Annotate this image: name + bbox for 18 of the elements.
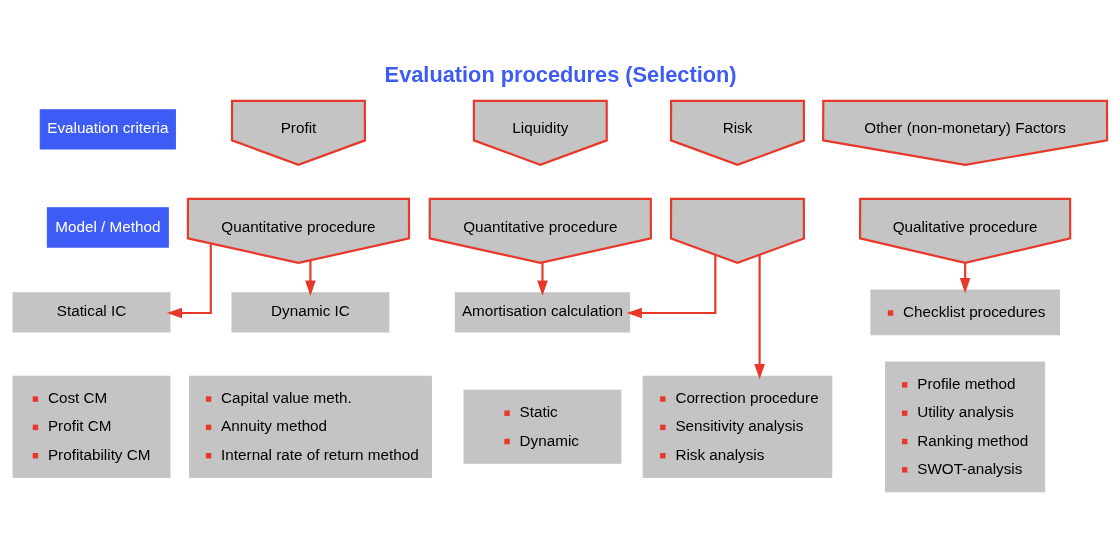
node-box: Statical IC	[12, 291, 171, 333]
node-box: Correction procedure Sensitivity analysis Risk analysis	[642, 375, 833, 478]
node-box: Amortisation calculation	[454, 291, 631, 333]
node-box: Capital value meth. Annuity method Internal rate of return method	[189, 375, 432, 478]
node-box: Dynamic IC	[231, 291, 390, 333]
arrow	[166, 243, 212, 318]
node-box: Evaluation criteria	[39, 108, 176, 150]
node-box: Cost CM Profit CM Profitability CM	[12, 375, 171, 478]
arrow	[305, 260, 316, 296]
node-box: Static Dynamic	[463, 389, 622, 464]
diagram-title: Evaluation procedures (Selection)	[384, 61, 737, 87]
node-box: Checklist procedures	[870, 289, 1060, 335]
arrow	[626, 254, 717, 318]
node-chevron	[669, 197, 805, 264]
node-box: Profile method Utility analysis Ranking method SWOT-analysis	[885, 360, 1046, 492]
arrow	[754, 254, 765, 379]
node-box: Model / Method	[46, 206, 169, 248]
arrow	[537, 262, 548, 296]
